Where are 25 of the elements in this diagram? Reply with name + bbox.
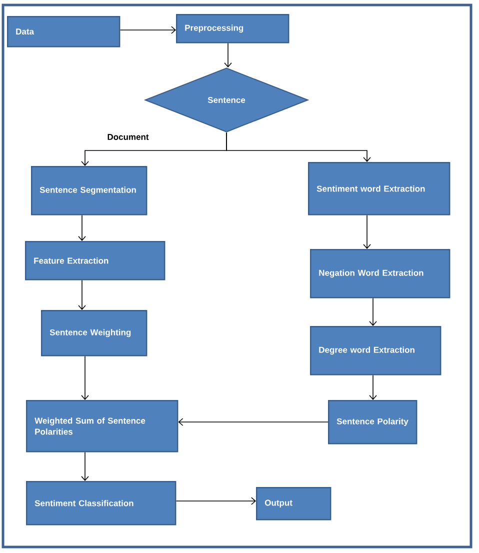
process-box: Weighted Sum of Sentence Polarities (26, 400, 178, 452)
arrow (224, 42, 232, 68)
process-box: Output (256, 487, 332, 520)
process-box: Sentence Segmentation (31, 166, 148, 216)
process-box: Negation Word Extraction (310, 249, 450, 298)
process-box: Sentiment Classification (26, 481, 176, 526)
arrow (78, 214, 86, 241)
arrow (176, 497, 256, 505)
arrow (120, 26, 176, 34)
process-box: Sentence Weighting (41, 310, 148, 356)
arrow (81, 452, 89, 481)
arrow (78, 280, 86, 310)
arrow (369, 374, 377, 400)
process-box: Preprocessing (176, 14, 290, 44)
process-box: Sentence Polarity (328, 400, 418, 444)
arrow (369, 298, 377, 326)
process-box: Degree word Extraction (310, 326, 442, 376)
arrow (81, 356, 89, 400)
process-box: Feature Extraction (25, 241, 166, 280)
process-box: Sentiment word Extraction (308, 162, 450, 216)
arrow (226, 132, 371, 162)
process-box: Data (7, 16, 120, 48)
edge-label: Document (106, 133, 150, 141)
arrow (178, 418, 328, 426)
arrow (363, 214, 371, 249)
